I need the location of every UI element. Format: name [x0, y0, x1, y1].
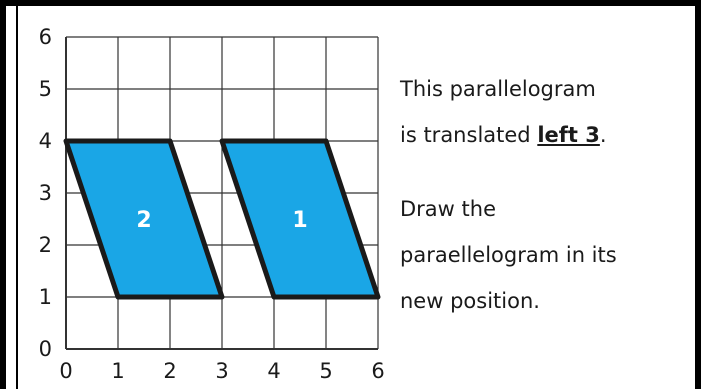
- instruction-line-2-post: .: [599, 123, 607, 147]
- x-tick-label: 1: [111, 359, 124, 383]
- instruction-line-2: is translated left 3.: [400, 112, 700, 158]
- x-tick-label: 3: [215, 359, 228, 383]
- instruction-line-1: This parallelogram: [400, 77, 596, 101]
- parallelogram-1: [219, 138, 381, 300]
- y-tick-label: 2: [39, 233, 52, 257]
- task-line-1: Draw the: [400, 197, 496, 221]
- task-text: Draw the paraellelogram in its new posit…: [400, 186, 700, 324]
- instruction-line-2-pre: is translated: [400, 123, 538, 147]
- x-tick-label: 2: [163, 359, 176, 383]
- x-tick-label: 5: [319, 359, 332, 383]
- shape-label-2: 2: [136, 208, 151, 233]
- parallelograms: 12: [63, 138, 381, 300]
- y-tick-label: 1: [39, 285, 52, 309]
- left-margin-line: [16, 6, 18, 389]
- y-tick-label: 4: [39, 129, 52, 153]
- task-line-2: paraellelogram in its: [400, 243, 617, 267]
- instruction-text: This parallelogram is translated left 3.: [400, 66, 700, 158]
- shape-label-1: 1: [292, 208, 307, 233]
- y-tick-label: 0: [39, 337, 52, 361]
- y-tick-label: 3: [39, 181, 52, 205]
- instruction-emphasis: left 3: [537, 123, 600, 147]
- y-tick-label: 5: [39, 77, 52, 101]
- x-tick-label: 6: [371, 359, 384, 383]
- x-tick-label: 4: [267, 359, 280, 383]
- parallelogram-2: [63, 138, 225, 300]
- task-line-3: new position.: [400, 289, 540, 313]
- y-tick-label: 6: [39, 25, 52, 49]
- x-tick-label: 0: [59, 359, 72, 383]
